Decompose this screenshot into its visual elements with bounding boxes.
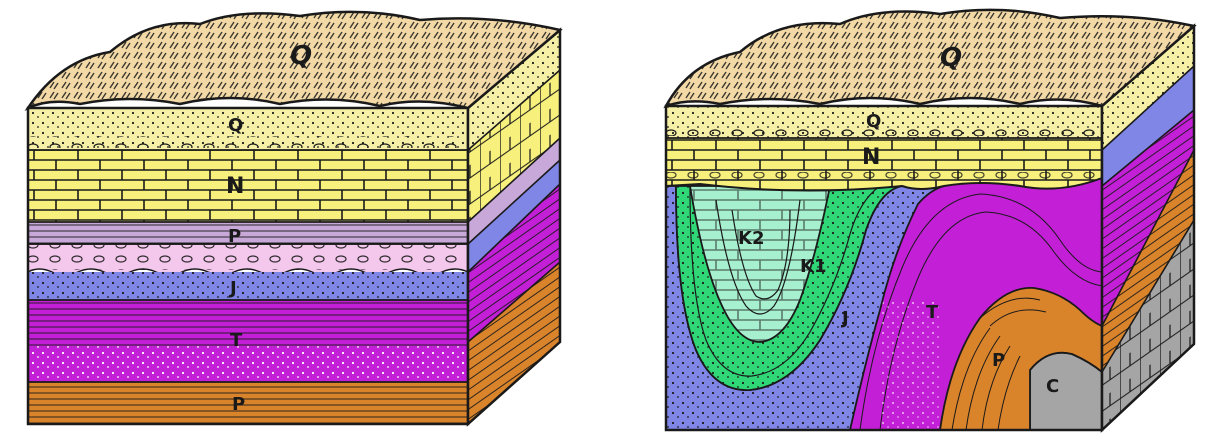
right-block-diagram: Q Q N K2 K1 J T P C — [666, 10, 1194, 430]
left-label-n: N — [226, 174, 244, 199]
left-label-permian: P — [232, 394, 245, 415]
right-label-q: Q — [866, 111, 881, 132]
left-label-top-q: Q — [290, 41, 312, 71]
left-label-p: P — [228, 226, 241, 247]
right-label-top-q: Q — [940, 43, 962, 73]
left-label-j: J — [228, 278, 237, 299]
left-label-q: Q — [228, 115, 243, 136]
right-label-c: C — [1046, 376, 1059, 397]
right-label-n: N — [862, 145, 880, 170]
right-top-surface — [666, 10, 1194, 106]
left-block-diagram: Q Q N P J T P — [28, 12, 560, 424]
left-label-t: T — [230, 330, 243, 351]
left-front-face — [28, 108, 468, 424]
right-front-face — [666, 106, 1102, 430]
right-label-j: J — [840, 308, 849, 329]
right-label-k1: K1 — [800, 256, 826, 277]
right-label-t: T — [926, 302, 939, 323]
right-label-p: P — [992, 350, 1005, 371]
right-label-k2: K2 — [738, 228, 764, 249]
